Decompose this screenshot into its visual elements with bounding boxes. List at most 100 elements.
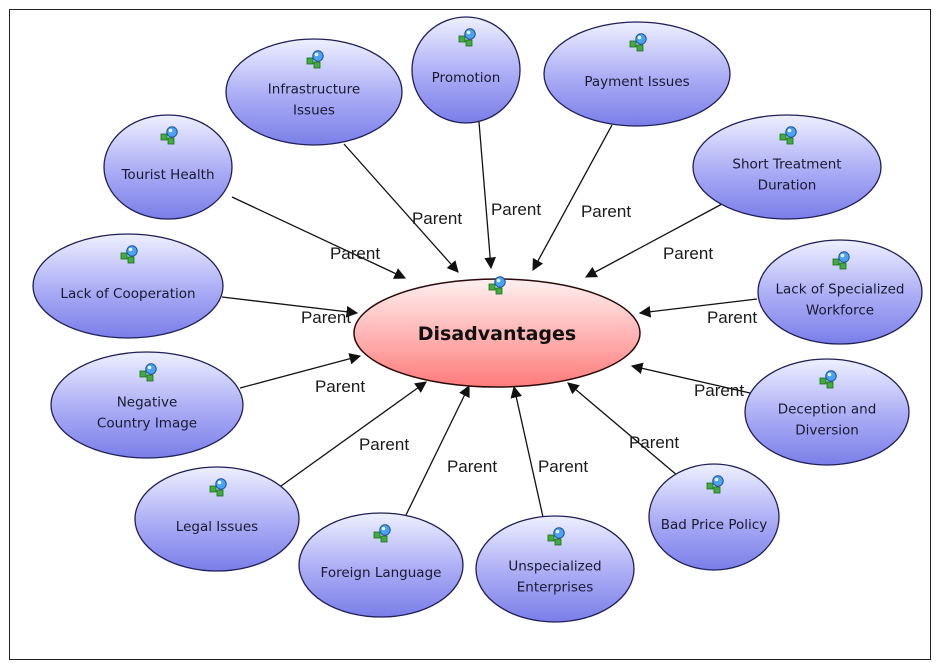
node-ellipse	[225, 38, 403, 146]
edge-line	[630, 362, 751, 394]
edge-label: Parent	[707, 308, 757, 327]
network-node-icon	[832, 251, 850, 270]
edge-infrastructure-issues: Parent	[343, 143, 462, 273]
node-label: Bad Price Policy	[661, 517, 767, 533]
edge-line	[280, 381, 427, 487]
node-label: Workforce	[806, 303, 874, 319]
node-ellipse	[50, 351, 244, 459]
edge-label: Parent	[538, 457, 588, 476]
node-ellipse	[475, 515, 635, 623]
node-ellipse	[757, 239, 923, 345]
center-node[interactable]: Disadvantages	[353, 276, 641, 388]
edge-line	[478, 121, 496, 270]
network-node-icon	[819, 370, 837, 389]
edge-unspecialized-enterprises: Parent	[510, 385, 588, 518]
edge-line	[567, 382, 679, 477]
network-node-icon	[306, 50, 324, 69]
center-label: Disadvantages	[418, 323, 576, 345]
edge-line	[231, 196, 407, 279]
node-label: Payment Issues	[584, 74, 689, 90]
edge-label: Parent	[663, 244, 713, 263]
edge-label: Parent	[412, 209, 462, 228]
node-label: Country Image	[97, 416, 197, 432]
edge-lack-of-specialized-workforce: Parent	[638, 298, 758, 327]
node-label: Lack of Specialized	[776, 282, 905, 298]
node-payment-issues[interactable]: Payment Issues	[543, 21, 731, 127]
edge-line	[638, 298, 758, 318]
edge-label: Parent	[359, 435, 409, 454]
node-label: Lack of Cooperation	[60, 286, 195, 302]
edge-negative-country-image: Parent	[239, 353, 365, 396]
network-node-icon	[488, 276, 506, 295]
network-node-icon	[547, 527, 565, 546]
node-label: Foreign Language	[321, 565, 442, 581]
edge-bad-price-policy: Parent	[567, 382, 679, 477]
edge-label: Parent	[694, 381, 744, 400]
network-node-icon	[706, 475, 724, 494]
node-label: Tourist Health	[120, 167, 214, 183]
node-label: Infrastructure	[268, 82, 360, 98]
edge-line	[343, 143, 459, 273]
network-node-icon	[139, 363, 157, 382]
edge-line	[532, 124, 613, 272]
network-node-icon	[209, 478, 227, 497]
network-node-icon	[488, 276, 506, 295]
node-label: Promotion	[432, 70, 501, 86]
network-node-icon	[629, 33, 647, 52]
node-label: Short Treatment	[732, 157, 841, 173]
node-label: Deception and	[778, 402, 877, 418]
node-ellipse	[543, 21, 731, 127]
node-ellipse	[692, 114, 882, 220]
network-node-icon	[120, 245, 138, 264]
edge-line	[221, 296, 359, 318]
edge-label: Parent	[315, 377, 365, 396]
network-node-icon	[373, 524, 391, 543]
edge-label: Parent	[330, 244, 380, 263]
node-bad-price-policy[interactable]: Bad Price Policy	[648, 463, 780, 571]
edge-label: Parent	[629, 433, 679, 452]
edge-label: Parent	[301, 308, 351, 327]
node-foreign-language[interactable]: Foreign Language	[298, 512, 464, 618]
node-ellipse	[32, 233, 224, 339]
node-label: Issues	[293, 103, 335, 119]
edge-foreign-language: Parent	[405, 384, 497, 516]
node-ellipse	[298, 512, 464, 618]
node-lack-of-cooperation[interactable]: Lack of Cooperation	[32, 233, 224, 339]
node-label: Legal Issues	[176, 519, 258, 535]
edge-lack-of-cooperation: Parent	[221, 296, 359, 327]
edge-line	[510, 385, 544, 518]
edge-deception-and-diversion: Parent	[630, 362, 751, 400]
node-ellipse	[411, 16, 521, 124]
node-ellipse	[134, 466, 300, 572]
node-label: Negative	[117, 395, 178, 411]
node-label: Duration	[758, 178, 817, 194]
edge-tourist-health: Parent	[231, 196, 407, 279]
node-legal-issues[interactable]: Legal Issues	[134, 466, 300, 572]
edge-line	[239, 353, 362, 389]
edge-legal-issues: Parent	[280, 381, 427, 487]
node-ellipse	[648, 463, 780, 571]
node-label: Enterprises	[517, 580, 593, 596]
node-tourist-health[interactable]: Tourist Health	[103, 114, 233, 220]
network-node-icon	[458, 28, 476, 47]
node-promotion[interactable]: Promotion	[411, 16, 521, 124]
edge-label: Parent	[447, 457, 497, 476]
edge-line	[405, 384, 470, 516]
edge-line	[584, 203, 723, 278]
node-ellipse	[103, 114, 233, 220]
edge-label: Parent	[581, 202, 631, 221]
edge-payment-issues: Parent	[532, 124, 631, 272]
node-label: Diversion	[795, 423, 859, 439]
edge-promotion: Parent	[478, 121, 541, 270]
network-node-icon	[160, 126, 178, 145]
